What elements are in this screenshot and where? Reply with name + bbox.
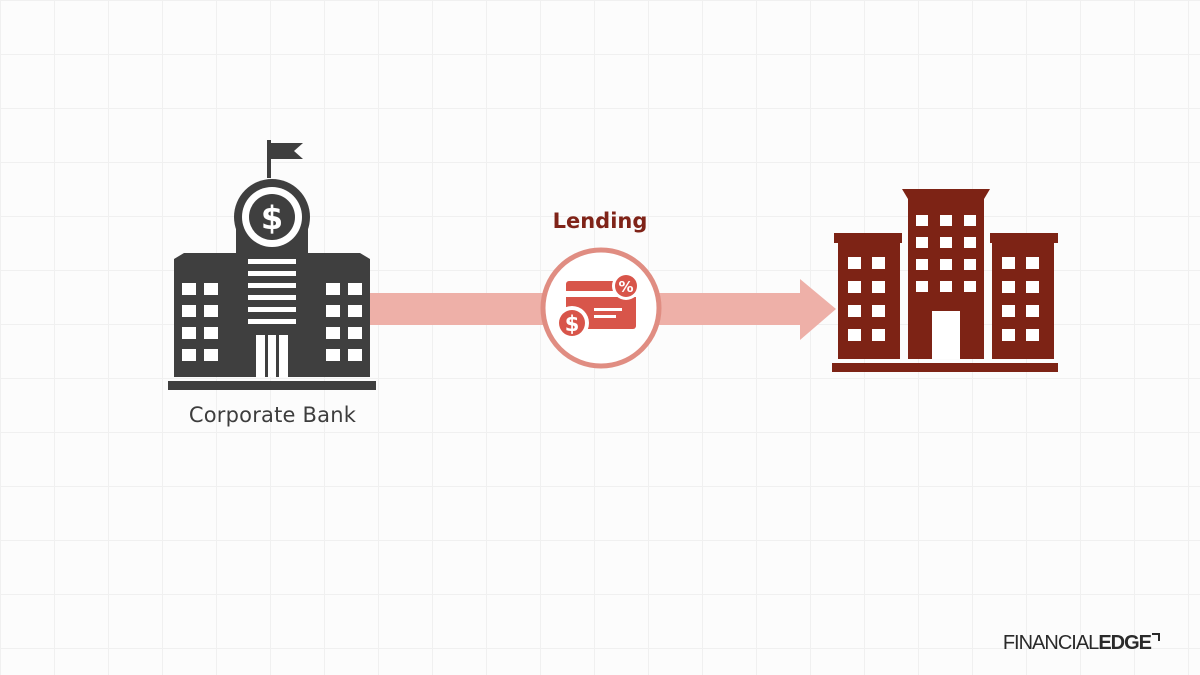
corporate-building-icon — [832, 189, 1058, 372]
brand-logo-light: FINANCIAL — [1002, 632, 1099, 654]
bank-building-dollar-icon: $ — [168, 140, 376, 390]
brand-logo-bold: EDGE — [1098, 632, 1152, 654]
brand-corner-icon — [1152, 633, 1160, 641]
card-dollar-percent-icon: % $ — [540, 247, 662, 369]
brand-logo: FINANCIALEDGE — [1003, 632, 1160, 655]
svg-text:%: % — [618, 278, 633, 296]
svg-text:$: $ — [261, 199, 283, 237]
svg-text:$: $ — [565, 312, 580, 336]
edge-label-lending: Lending — [552, 209, 648, 233]
node-label-corporate-bank: Corporate Bank — [188, 403, 357, 427]
